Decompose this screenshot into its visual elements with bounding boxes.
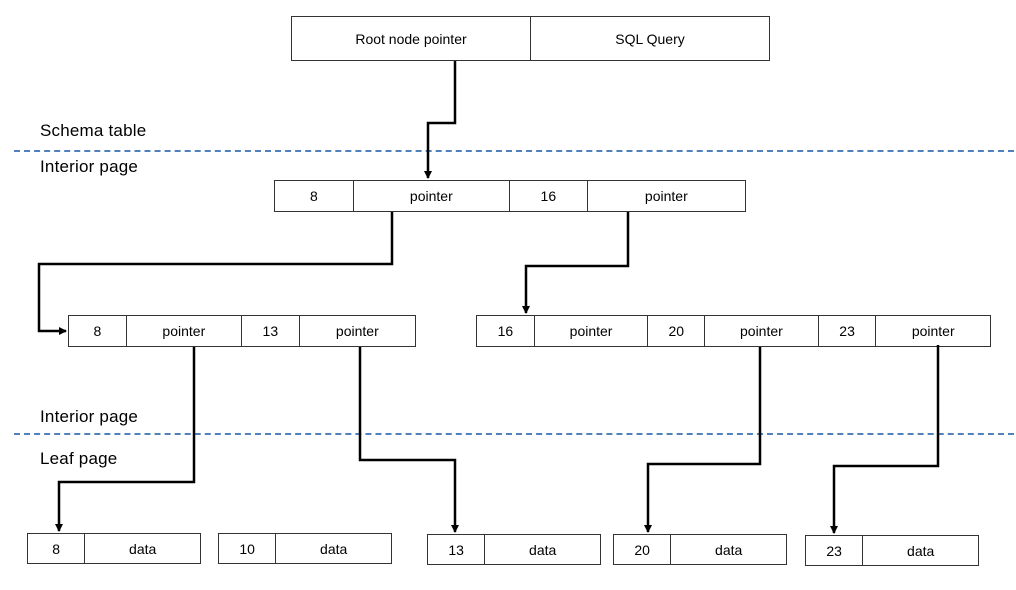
key-cell: 16	[477, 316, 535, 346]
leaf-key-cell: 10	[219, 534, 277, 563]
root-node-pointer-cell: Root node pointer	[292, 17, 531, 60]
leaf-key-cell: 20	[614, 535, 672, 564]
interior-node-right: 16 pointer 20 pointer 23 pointer	[476, 315, 991, 347]
arrow-to-leaf-13	[358, 347, 459, 533]
sql-query-cell: SQL Query	[615, 30, 685, 47]
arrow-interior-to-left-node	[37, 212, 394, 335]
pointer-cell: pointer	[535, 316, 649, 346]
arrow-to-leaf-8	[55, 347, 196, 532]
key-cell: 16	[510, 181, 588, 211]
arrow-to-leaf-20	[644, 347, 762, 533]
key-cell: 8	[275, 181, 354, 211]
separator-interior-leaf	[14, 433, 1014, 435]
pointer-cell: pointer	[911, 323, 955, 339]
leaf-node: 23 data	[805, 535, 979, 566]
arrow-root-to-interior	[424, 61, 457, 179]
separator-schema-interior	[14, 150, 1014, 152]
leaf-node: 20 data	[613, 534, 787, 565]
key-cell: 23	[819, 316, 877, 346]
pointer-cell: pointer	[705, 316, 819, 346]
key-cell: 20	[648, 316, 706, 346]
pointer-cell: pointer	[354, 181, 510, 211]
pointer-cell: pointer	[644, 188, 688, 204]
leaf-data-cell: data	[129, 540, 157, 557]
interior-node-root: 8 pointer 16 pointer	[274, 180, 746, 212]
leaf-key-cell: 13	[428, 535, 486, 564]
leaf-data-cell: data	[320, 540, 348, 557]
leaf-node: 8 data	[27, 533, 201, 564]
key-cell: 13	[242, 316, 300, 346]
schema-table-label: Schema table	[40, 121, 147, 140]
arrow-to-leaf-23	[830, 345, 940, 534]
leaf-node: 13 data	[427, 534, 601, 565]
leaf-node: 10 data	[218, 533, 392, 564]
pointer-cell: pointer	[127, 316, 242, 346]
leaf-data-cell: data	[529, 541, 557, 558]
arrow-interior-to-right-node	[522, 212, 630, 314]
interior-page-label-top: Interior page	[40, 157, 139, 176]
pointer-cell: pointer	[335, 323, 379, 339]
leaf-key-cell: 8	[28, 534, 86, 563]
key-cell: 8	[69, 316, 127, 346]
leaf-data-cell: data	[715, 541, 743, 558]
interior-node-left: 8 pointer 13 pointer	[68, 315, 416, 347]
interior-page-label-bottom: Interior page	[40, 407, 139, 426]
leaf-key-cell: 23	[806, 536, 864, 565]
schema-table-box: Root node pointer SQL Query	[291, 16, 770, 61]
leaf-data-cell: data	[907, 542, 935, 559]
leaf-page-label: Leaf page	[40, 449, 118, 468]
